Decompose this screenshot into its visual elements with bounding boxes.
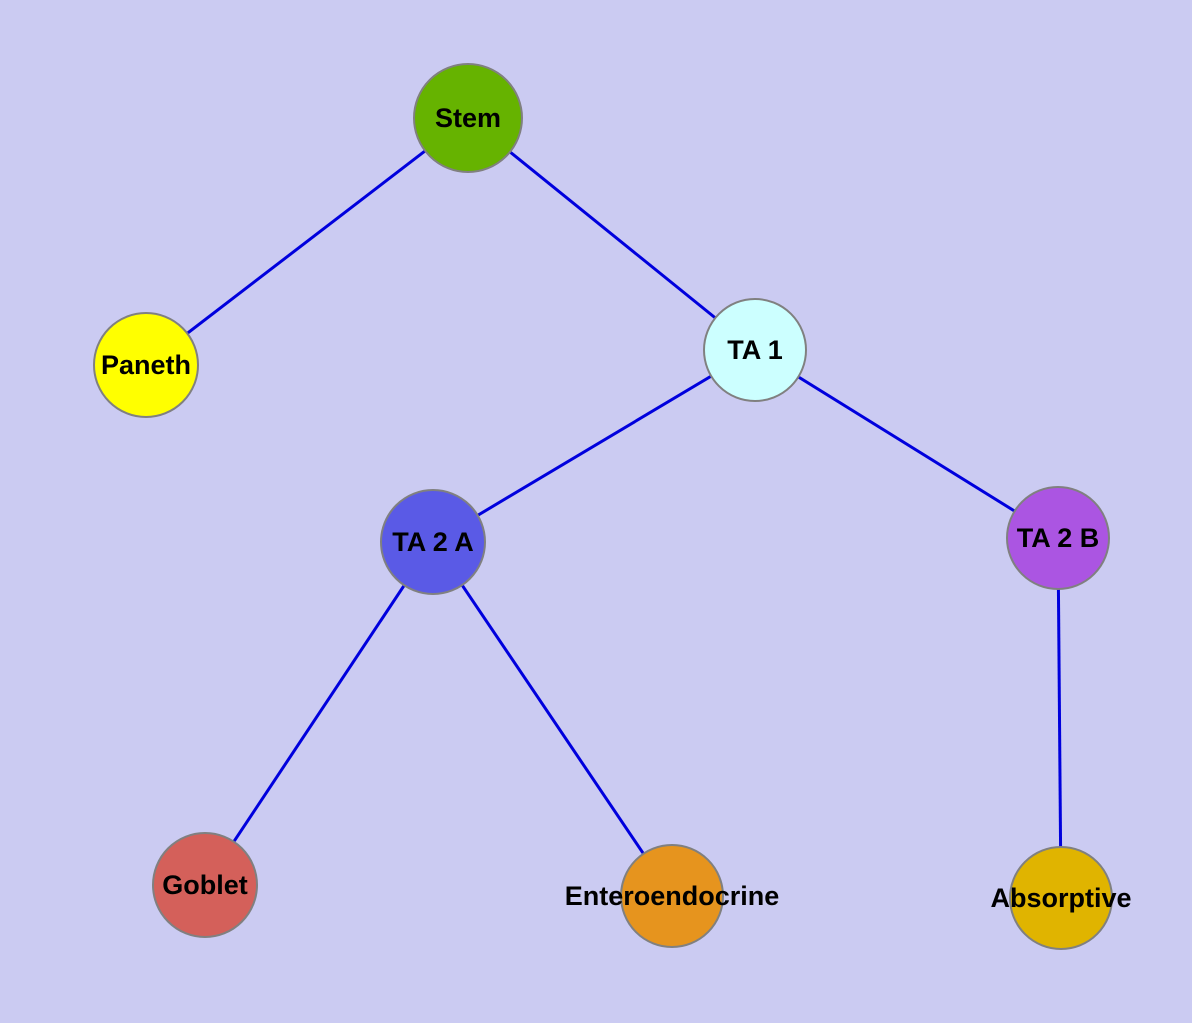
node-label-absorptive: Absorptive: [990, 883, 1131, 913]
node-ta2b: TA 2 B: [1006, 486, 1110, 590]
edge-ta2a-goblet: [203, 541, 435, 886]
node-goblet: Goblet: [152, 832, 258, 938]
node-paneth: Paneth: [93, 312, 199, 418]
edge-ta1-ta2b: [754, 348, 1059, 540]
node-circle-stem: [413, 63, 523, 173]
node-circle-goblet: [152, 832, 258, 938]
node-circle-ta2b: [1006, 486, 1110, 590]
node-stem: Stem: [413, 63, 523, 173]
node-label-stem: Stem: [435, 103, 501, 133]
edge-ta1-ta2a: [432, 348, 756, 544]
node-ta1: TA 1: [703, 298, 807, 402]
node-label-ta2a: TA 2 A: [392, 527, 474, 557]
edge-ta2a-enteroendocrine: [431, 541, 674, 897]
node-enteroendocrine: Enteroendocrine: [565, 844, 780, 948]
node-label-paneth: Paneth: [101, 350, 191, 380]
node-circle-absorptive: [1009, 846, 1113, 950]
edge-stem-ta1: [467, 116, 756, 352]
node-circle-ta2a: [380, 489, 486, 595]
node-ta2a: TA 2 A: [380, 489, 486, 595]
node-absorptive: Absorptive: [990, 846, 1132, 950]
node-label-goblet: Goblet: [162, 870, 248, 900]
node-circle-ta1: [703, 298, 807, 402]
edge-stem-paneth: [145, 116, 469, 367]
node-label-ta2b: TA 2 B: [1017, 523, 1100, 553]
node-label-ta1: TA 1: [727, 335, 783, 365]
node-label-enteroendocrine: Enteroendocrine: [565, 881, 780, 911]
edge-ta2b-absorptive: [1056, 537, 1063, 899]
node-circle-paneth: [93, 312, 199, 418]
node-circle-enteroendocrine: [620, 844, 724, 948]
